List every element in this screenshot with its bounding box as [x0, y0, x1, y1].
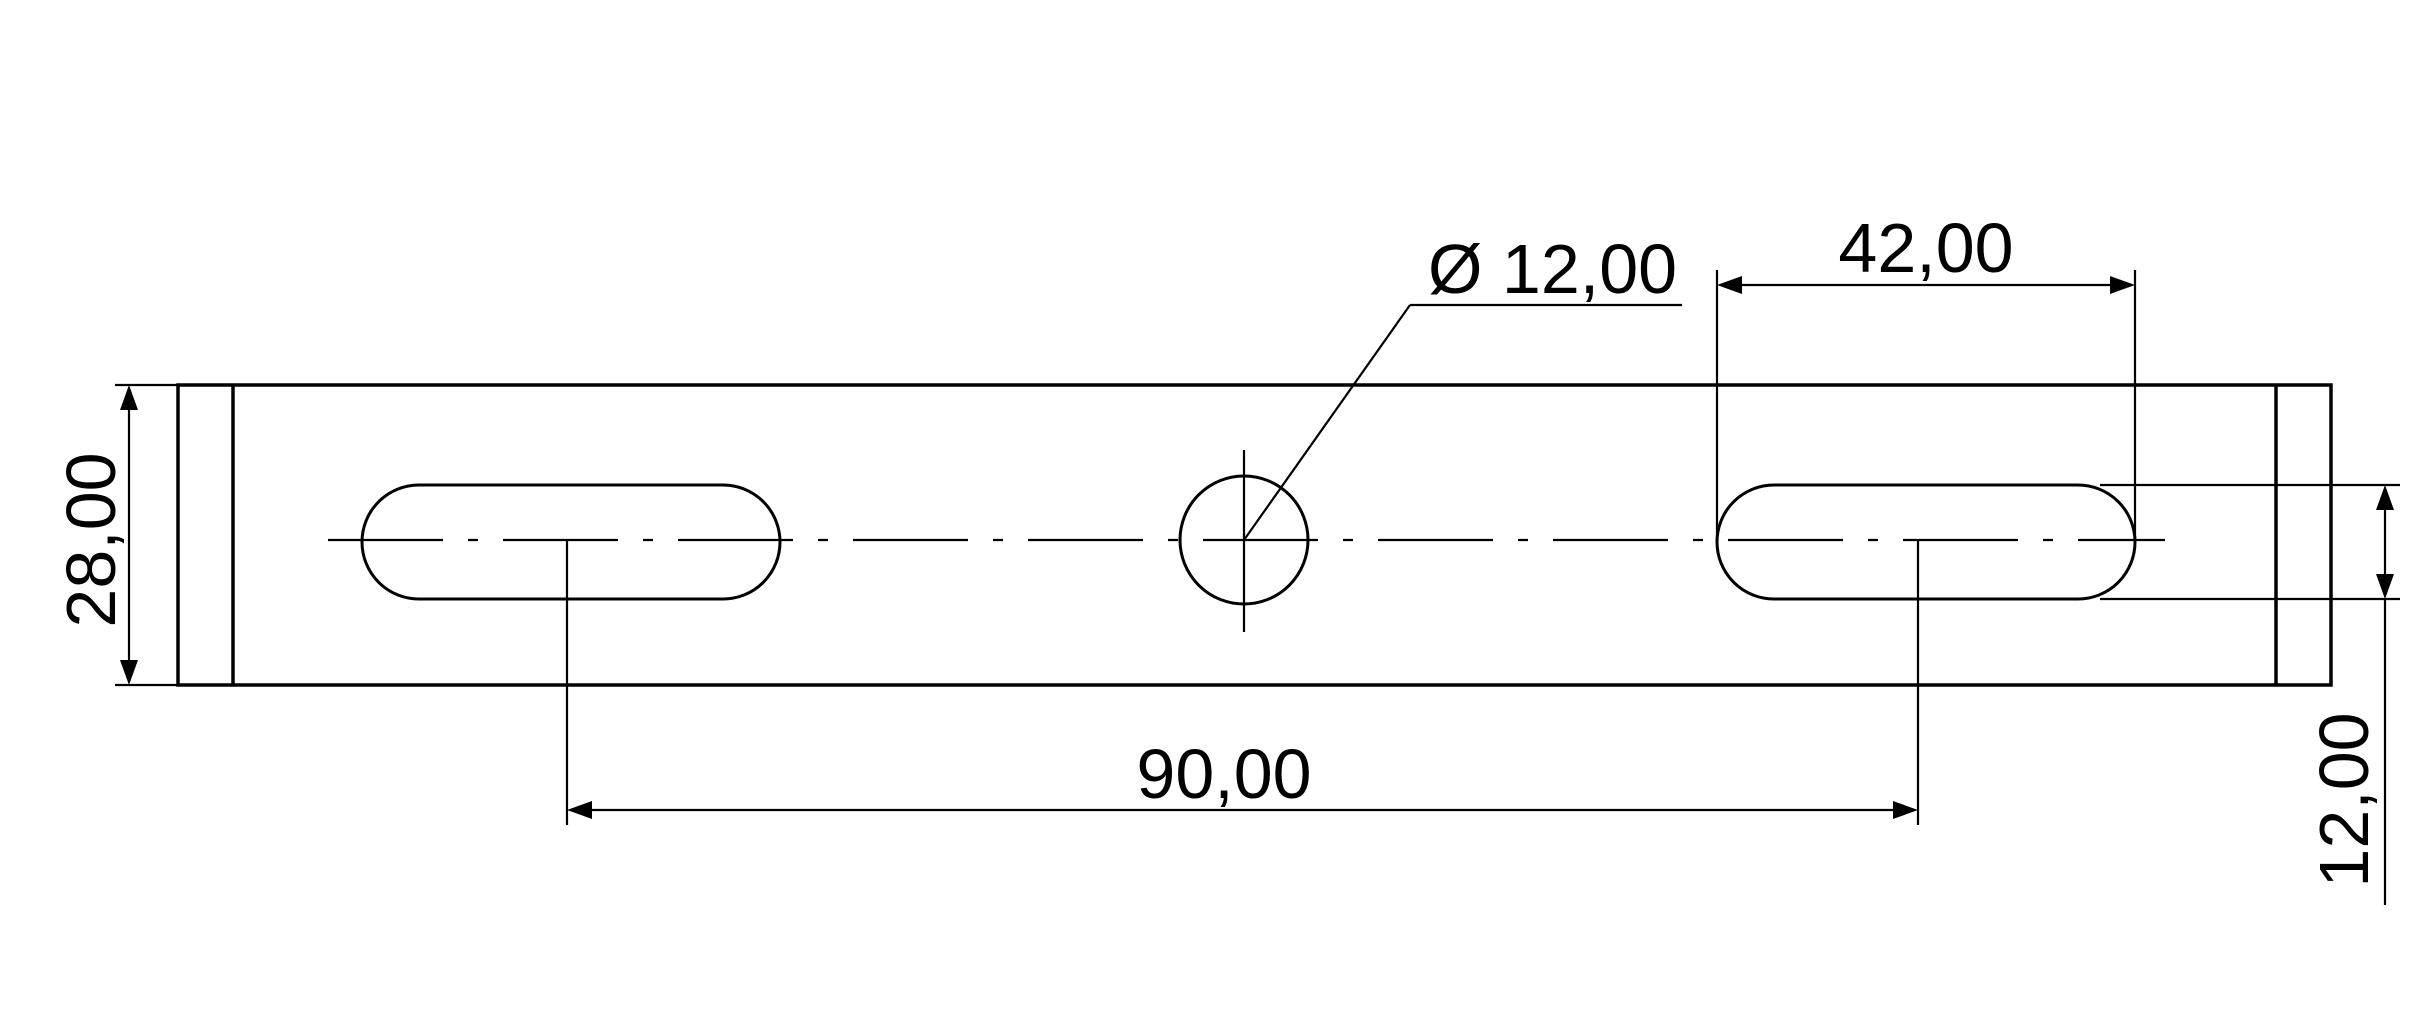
- length-arrow-right: [2110, 276, 2135, 294]
- slot-spacing-dimension: 90,00: [565, 540, 1920, 825]
- height-dimension-label: 28,00: [52, 452, 130, 627]
- height-arrow-bottom: [120, 660, 138, 685]
- width-dimension-label: 12,00: [2305, 712, 2383, 887]
- length-dimension-label: 42,00: [1838, 209, 2013, 287]
- hole-diameter-callout: Ø 12,00: [1243, 230, 1682, 541]
- diameter-leader-line: [1243, 304, 1411, 541]
- plate-outline: [176, 383, 2333, 687]
- right-slot: [1715, 483, 2137, 601]
- spacing-arrow-right: [1893, 801, 1918, 819]
- height-dimension: 28,00: [52, 383, 178, 687]
- width-arrow-top: [2376, 485, 2394, 510]
- slot-length-dimension: 42,00: [1715, 209, 2137, 540]
- diameter-label: Ø 12,00: [1428, 230, 1677, 308]
- left-slot: [360, 483, 782, 601]
- spacing-arrow-left: [567, 801, 592, 819]
- center-lines: [328, 450, 2165, 632]
- width-arrow-bottom: [2376, 574, 2394, 599]
- slot-width-dimension: 12,00: [2100, 483, 2400, 905]
- spacing-dimension-label: 90,00: [1136, 735, 1311, 813]
- length-arrow-left: [1717, 276, 1742, 294]
- height-arrow-top: [120, 385, 138, 410]
- plate: [176, 383, 2333, 687]
